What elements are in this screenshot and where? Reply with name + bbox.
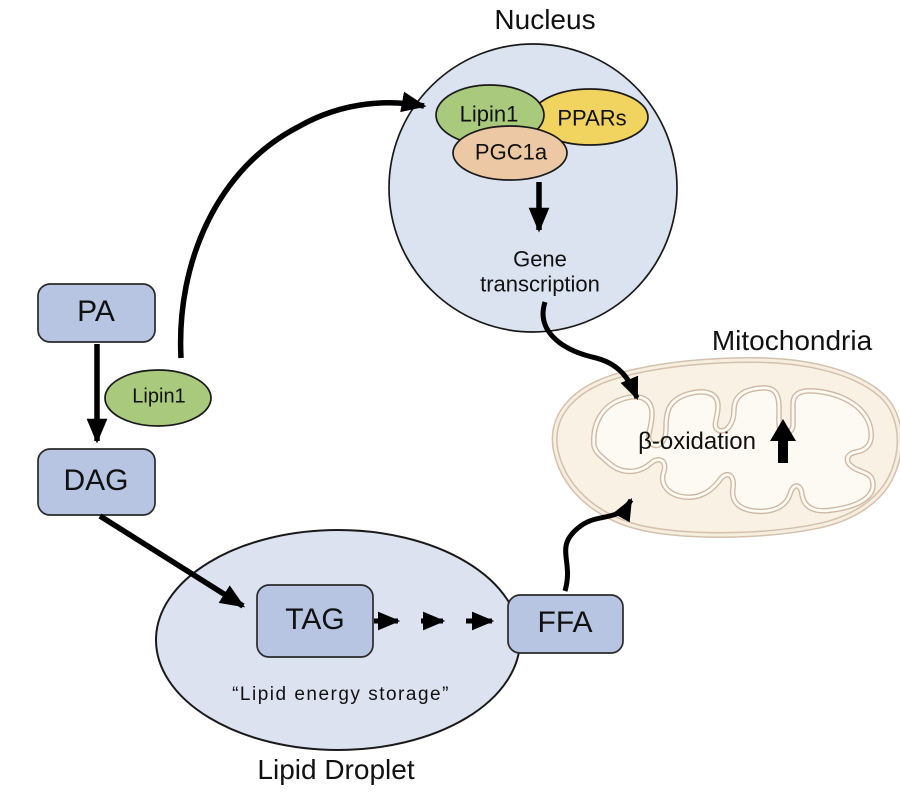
arrow-lipin1-to-nucleus [177,91,427,359]
mitochondria-title: Mitochondria [711,324,873,356]
tag-box [256,584,374,658]
arrow-nucleus-to-mitochondria [540,301,640,401]
arrow-dag-to-tag [98,513,246,609]
gene-transcription-label: Gene transcription [480,247,600,298]
pgc1a-ellipse [452,125,568,181]
pa-box [37,283,156,343]
pgc1a-label: PGC1a [474,139,548,165]
ffa-box [507,594,624,654]
beta-oxidation-label: β-oxidation [638,428,756,456]
nucleus-title: Nucleus [494,3,596,35]
gene-transcription-line2: transcription [480,272,600,297]
mitochondria-cristae-gap [592,386,875,513]
tag-label: TAG [285,602,345,636]
lipin1-enzyme-label: Lipin1 [132,385,186,408]
dag-box [37,448,156,516]
beta-oxidation-up-arrow [770,419,796,463]
mitochondria-outer-membrane-gap [553,358,900,537]
arrow-ffa-to-mitochondria [562,498,634,592]
lipid-energy-storage-caption: “Lipid energy storage” [232,684,450,706]
ffa-label: FFA [537,605,593,639]
pa-label: PA [77,294,115,328]
ppars-label: PPARs [557,105,627,131]
lipin1-enzyme-ellipse [104,369,212,427]
gene-transcription-line1: Gene [513,246,567,272]
lipin1-nucleus-label: Lipin1 [459,101,519,127]
dag-label: DAG [63,463,129,497]
lipid-droplet-title: Lipid Droplet [257,753,415,785]
